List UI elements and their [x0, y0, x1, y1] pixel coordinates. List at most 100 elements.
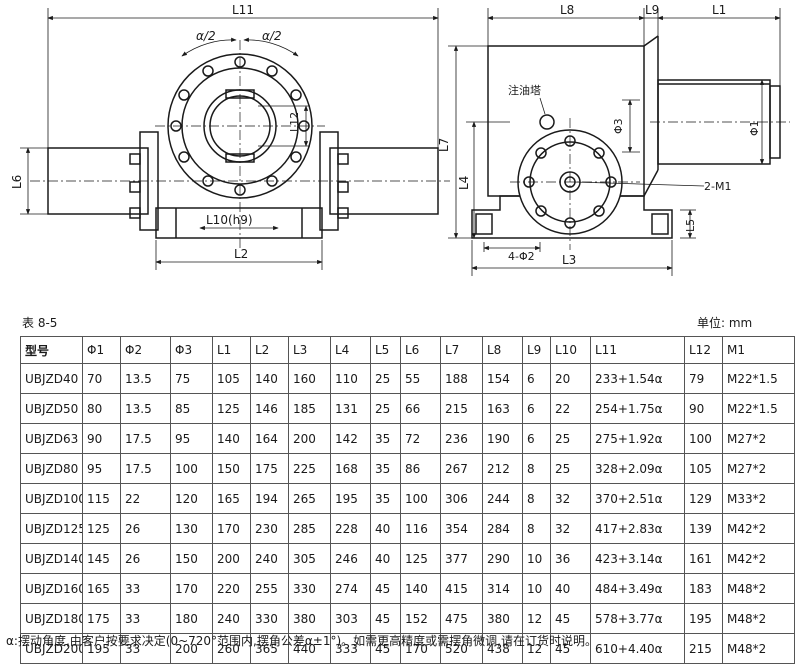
table-cell: 110 [330, 363, 371, 394]
table-cell: 484+3.49α [590, 573, 685, 604]
column-header: 型号 [20, 336, 83, 364]
front-base [155, 207, 323, 239]
table-cell: M42*2 [722, 513, 795, 544]
table-cell: 66 [400, 393, 441, 424]
table-cell: 423+3.14α [590, 543, 685, 574]
dim-alpha-half-left: α/2 [196, 29, 216, 43]
table-cell: M27*2 [722, 453, 795, 484]
table-cell: 145 [82, 543, 121, 574]
table-cell: 306 [440, 483, 483, 514]
table-cell: 115 [82, 483, 121, 514]
table-cell: 380 [482, 603, 523, 634]
table-cell: 20 [550, 363, 591, 394]
table-cell: 212 [482, 453, 523, 484]
table-cell: 417+2.83α [590, 513, 685, 544]
table-cell: 328+2.09α [590, 453, 685, 484]
table-cell: 25 [550, 453, 591, 484]
table-cell: 26 [120, 513, 171, 544]
dim-L4: L4 [457, 176, 471, 190]
table-cell: M22*1.5 [722, 393, 795, 424]
unit-label: 单位: mm [697, 316, 753, 330]
column-header: L11 [590, 336, 685, 364]
dim-L10: L10(h9) [206, 213, 253, 227]
table-cell: 610+4.40α [590, 633, 685, 664]
table-cell: 150 [212, 453, 251, 484]
table-cell: 303 [330, 603, 371, 634]
table-cell: 188 [440, 363, 483, 394]
table-cell: 165 [82, 573, 121, 604]
right-shaft [329, 147, 439, 215]
table-cell: 370+2.51α [590, 483, 685, 514]
table-cell: 142 [330, 423, 371, 454]
table-cell: 215 [684, 633, 723, 664]
column-header: Φ1 [82, 336, 121, 364]
table-cell: 170 [170, 573, 213, 604]
dim-L1: L1 [712, 3, 726, 17]
table-cell: 26 [120, 543, 171, 574]
dim-L5: L5 [684, 219, 697, 232]
column-header: L2 [250, 336, 289, 364]
table-cell: 152 [400, 603, 441, 634]
table-cell: 22 [550, 393, 591, 424]
table-cell: 195 [330, 483, 371, 514]
table-cell: 160 [288, 363, 331, 394]
column-header: L6 [400, 336, 441, 364]
table-cell: 180 [170, 603, 213, 634]
table-cell: 35 [370, 423, 401, 454]
table-cell: 6 [522, 423, 551, 454]
dim-M1: 2-M1 [704, 180, 731, 193]
table-cell: 13.5 [120, 363, 171, 394]
table-cell: 33 [120, 603, 171, 634]
footnote: α:摆动角度,由客户按要求决定(0~720°范围内,摆角公差α±1°)。如需更高… [6, 634, 597, 648]
table-cell: 100 [170, 453, 213, 484]
table-cell: UBJZD50 [20, 393, 83, 424]
table-cell: 25 [370, 363, 401, 394]
table-cell: 163 [482, 393, 523, 424]
column-header: L5 [370, 336, 401, 364]
lube-tower [539, 114, 555, 130]
table-cell: 140 [250, 363, 289, 394]
dim-L12: L12 [288, 112, 301, 132]
table-cell: 578+3.77α [590, 603, 685, 634]
table-cell: 265 [288, 483, 331, 514]
table-cell: 40 [370, 543, 401, 574]
table-cell: 120 [170, 483, 213, 514]
table-cell: 8 [522, 453, 551, 484]
table-cell: 150 [170, 543, 213, 574]
table-cell: 8 [522, 513, 551, 544]
side-view [471, 35, 781, 239]
table-cell: UBJZD140 [20, 543, 83, 574]
table-cell: M48*2 [722, 633, 795, 664]
table-cell: 125 [400, 543, 441, 574]
table-cell: 255 [250, 573, 289, 604]
table-cell: UBJZD160 [20, 573, 83, 604]
table-cell: 22 [120, 483, 171, 514]
table-cell: 25 [550, 423, 591, 454]
table-cell: 285 [288, 513, 331, 544]
table-cell: 125 [82, 513, 121, 544]
dim-phi1: Φ1 [748, 120, 761, 136]
table-cell: 55 [400, 363, 441, 394]
dim-phi2: 4-Φ2 [508, 250, 535, 263]
technical-drawing: L11 α/2 α/2 L12 L6 L10(h9) L2 [10, 3, 790, 276]
table-cell: 95 [170, 423, 213, 454]
table-cell: 246 [330, 543, 371, 574]
table-cell: 274 [330, 573, 371, 604]
dim-L8: L8 [560, 3, 574, 17]
table-cell: 8 [522, 483, 551, 514]
table-cell: 90 [82, 423, 121, 454]
table-cell: M42*2 [722, 543, 795, 574]
table-cell: 240 [212, 603, 251, 634]
table-cell: 165 [212, 483, 251, 514]
column-header: L1 [212, 336, 251, 364]
column-header: L7 [440, 336, 483, 364]
dim-L6: L6 [10, 175, 24, 189]
side-base [471, 195, 673, 239]
table-cell: 33 [120, 573, 171, 604]
table-cell: 6 [522, 393, 551, 424]
dim-alpha-half-right: α/2 [262, 29, 282, 43]
table-cell: 183 [684, 573, 723, 604]
